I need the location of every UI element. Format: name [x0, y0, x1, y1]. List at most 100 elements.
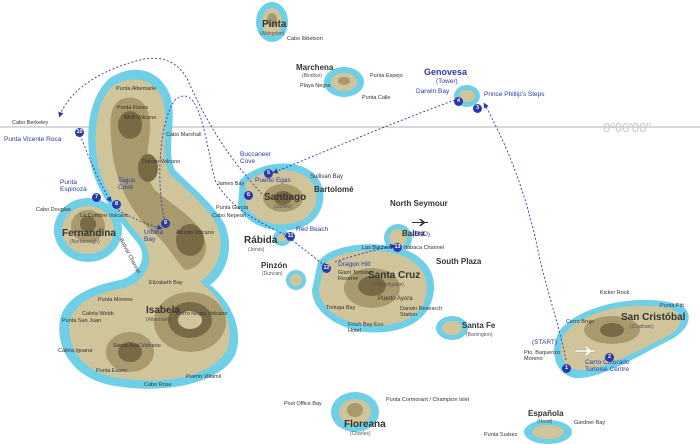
pinta-island	[256, 2, 288, 42]
santiago-island	[238, 163, 324, 231]
marchena-island	[324, 67, 364, 97]
stop-marker-12: 12	[322, 264, 331, 273]
island-alt-pinta: (Abingdon)	[260, 31, 285, 37]
island-name-isabela: Isabela	[146, 305, 180, 316]
place-giant-tortoise-reserve: Giant Tortoise Reserve	[338, 270, 372, 282]
place-alcedo-volcano: Alcedo Volcano	[176, 230, 214, 236]
place-post-office-bay: Post Office Bay	[284, 401, 322, 407]
route-start-label: (START)	[532, 339, 558, 346]
route-end-label: (END)	[412, 231, 431, 238]
place-finch-bay-eco-hotel: Finch Bay Eco Hotel	[348, 322, 384, 334]
place-darwin-volcano: Darwin Volcano	[142, 159, 181, 165]
stop-label-12: Dragon Hill	[338, 261, 371, 268]
stop-label-7: Punta Espinoza	[60, 179, 87, 193]
stop-marker-8: 8	[112, 200, 121, 209]
pinzon-island	[286, 270, 306, 290]
stop-marker-11: 11	[286, 232, 295, 241]
stop-label-6: Puerto Egas	[255, 177, 291, 184]
island-alt-santiago: (James)	[274, 204, 293, 210]
island-name-san-cristobal: San Cristóbal	[621, 312, 686, 323]
place-james-bay: James Bay	[217, 181, 245, 187]
place-wolf-volcano: Wolf Volcano	[124, 115, 157, 121]
stop-marker-6: 6	[244, 191, 253, 200]
place-cabo-marshall: Cabo Marshall	[166, 132, 202, 138]
place-punta-albemarle: Punta Albemarle	[116, 86, 157, 92]
stop-label-8: Tagus Cove	[118, 177, 136, 191]
place-itabaca-channel: Itabaca Channel	[404, 245, 445, 251]
place-las-bachas: Las Bachas	[362, 245, 391, 251]
island-name-marchena: Marchena	[296, 63, 334, 72]
san-cristobal-island	[554, 299, 689, 379]
place-punta-espejo: Punta Espejo	[370, 73, 403, 79]
island-name-pinta: Pinta	[262, 19, 287, 30]
place-cabo-nepean: Cabo Nepean	[212, 213, 246, 219]
equator-label: 0º00'00"	[603, 120, 651, 135]
stop-marker-10: 10	[75, 128, 84, 137]
place-elizabeth-bay: Elizabeth Bay	[149, 280, 183, 286]
airplane-icon-san-cristobal	[574, 345, 596, 357]
island-name-espanola: Española	[528, 409, 564, 418]
island-name-santa-cruz: Santa Cruz	[368, 270, 421, 281]
island-name-fernandina: Fernandina	[62, 228, 116, 239]
island-alt-pinzon: (Duncan)	[262, 271, 283, 277]
place-punta-flores: Punta Flores	[117, 105, 149, 111]
airplane-icon-baltra	[412, 219, 428, 226]
stop-label-9: Urbina Bay	[144, 229, 164, 243]
island-alt-santa-fe: (Barrington)	[466, 332, 493, 338]
place-punta-cormorant: Punta Cormorant / Champion Islet	[386, 397, 470, 403]
place-punta-vicente-roca: Punta Vicente Roca	[4, 136, 62, 143]
floreana-island	[331, 392, 379, 432]
stop-marker-13: 13	[393, 243, 402, 252]
island-alt-santa-cruz: (Indefatigable)	[372, 282, 404, 288]
place-puerto-villamil: Puerto Villamil	[186, 374, 222, 380]
darwin-volcano-peak	[138, 154, 158, 182]
santa-cruz-island	[312, 244, 435, 333]
place-gardner-bay: Gardner Bay	[574, 420, 606, 426]
island-name-rabida: Rábida	[244, 235, 278, 246]
stop-label-3: Prince Phillip's Steps	[484, 91, 545, 98]
place-punta-essex: Punta Essex	[96, 368, 127, 374]
island-alt-rabida: (Jervis)	[248, 247, 265, 253]
island-alt-san-cristobal: (Chatham)	[630, 324, 654, 330]
place-punta-moreno: Punta Moreno	[98, 297, 133, 303]
place-tortuga-bay: Tortuga Bay	[326, 305, 356, 311]
stop-marker-2: 2	[605, 353, 614, 362]
island-alt-floreana: (Charles)	[350, 431, 371, 437]
island-name-genovesa: Genovesa	[424, 67, 468, 77]
place-cabo-berkeley: Cabo Berkeley	[12, 120, 49, 126]
island-name-santiago: Santiago	[264, 192, 307, 203]
island-alt-genovesa: (Tower)	[436, 78, 458, 85]
place-cabo-douglas: Cabo Douglas	[36, 207, 71, 213]
stop-marker-3: 3	[473, 104, 482, 113]
island-name-floreana: Floreana	[344, 419, 386, 430]
place-caleta-webb: Caleta Webb	[82, 311, 114, 317]
island-name-santa-fe: Santa Fe	[462, 321, 496, 330]
espanola-island	[524, 420, 572, 444]
place-kicker-rock: Kicker Rock	[600, 290, 630, 296]
santa-fe-island	[436, 316, 468, 340]
alcedo-volcano-peak	[176, 224, 204, 256]
stop-marker-1: 1	[562, 364, 571, 373]
route-line	[58, 57, 567, 361]
place-la-cumbre-volcano: La Cumbre Volcano	[80, 213, 129, 219]
wolf-volcano-peak	[118, 111, 142, 139]
place-cerro-brujo: Cerro Brujo	[566, 319, 595, 325]
island-alt-isabela: (Albemarle)	[146, 317, 172, 323]
stop-label-5: Buccaneer Cove	[240, 151, 272, 165]
place-cabo-ibbetson: Cabo Ibbetson	[287, 36, 323, 42]
island-alt-espanola: (Hood)	[537, 419, 553, 425]
place-cabo-rose: Cabo Rose	[144, 382, 172, 388]
island-name-north-seymour: North Seymour	[390, 199, 448, 208]
place-cerro-negra-volcano: Cerro Negra Volcano	[176, 311, 228, 317]
stop-label-4: Darwin Bay	[416, 88, 450, 95]
stop-label-11: Red Beach	[296, 226, 329, 233]
place-sierra-azul-volcano: Sierra Azul Volcano	[113, 343, 161, 349]
fernandina-island	[54, 198, 122, 262]
stop-marker-7: 7	[92, 193, 101, 202]
stop-marker-9: 9	[161, 219, 170, 228]
place-punta-garcia: Punta Garcia	[216, 205, 249, 211]
island-alt-fernandina: (Narborough)	[70, 239, 100, 245]
place-playa-negra: Playa Negra	[300, 83, 331, 89]
place-punta-san-juan: Punta San Juan	[62, 318, 102, 324]
